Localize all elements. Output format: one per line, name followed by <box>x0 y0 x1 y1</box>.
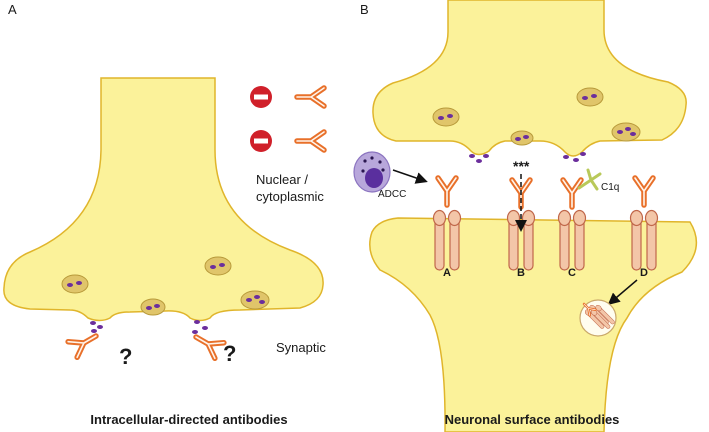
panel-b-letter: B <box>360 2 369 17</box>
adcc-arrow <box>392 169 428 184</box>
adcc-label: ADCC <box>378 189 406 200</box>
internalization-arrow <box>607 279 638 305</box>
vesicle <box>432 107 460 127</box>
mechanism-label-c: C <box>568 267 576 279</box>
vesicle <box>61 274 89 294</box>
antibody-y-icon <box>563 180 581 207</box>
vesicle <box>204 256 232 276</box>
caption-right: Neuronal surface antibodies <box>445 412 620 427</box>
vesicle <box>510 130 534 146</box>
postsynaptic-terminal <box>369 217 698 432</box>
presynaptic-terminal-a <box>3 77 324 322</box>
antibody-y-icon <box>635 178 653 205</box>
antibody-y-icon <box>297 88 324 106</box>
no-entry-icon <box>250 130 272 152</box>
synaptic-label: Synaptic <box>276 340 326 355</box>
internalized-receptor-icon <box>579 299 617 337</box>
nuclear-label-line1: Nuclear / <box>256 172 308 187</box>
mechanism-label-b: B <box>517 267 525 279</box>
antibody-y-icon <box>438 178 456 205</box>
vesicle <box>240 290 270 310</box>
no-entry-icon <box>250 86 272 108</box>
nuclear-label-line2: cytoplasmic <box>256 189 324 204</box>
released-neurotransmitter <box>469 152 586 163</box>
vesicle <box>611 122 641 142</box>
released-neurotransmitter <box>90 320 208 334</box>
question-mark: ? <box>119 344 132 369</box>
question-mark: ? <box>223 341 236 366</box>
mechanism-label-a: A <box>443 267 451 279</box>
mechanism-label-d: D <box>640 267 648 279</box>
vesicle <box>576 87 604 107</box>
c1q-icon <box>577 168 602 191</box>
antibody-y-icon <box>297 132 324 150</box>
significance-stars: *** <box>513 158 530 174</box>
c1q-label: C1q <box>601 182 619 193</box>
nk-cell-icon <box>353 151 391 193</box>
caption-left: Intracellular-directed antibodies <box>90 412 287 427</box>
vesicle <box>140 298 166 316</box>
panel-a-letter: A <box>8 2 17 17</box>
